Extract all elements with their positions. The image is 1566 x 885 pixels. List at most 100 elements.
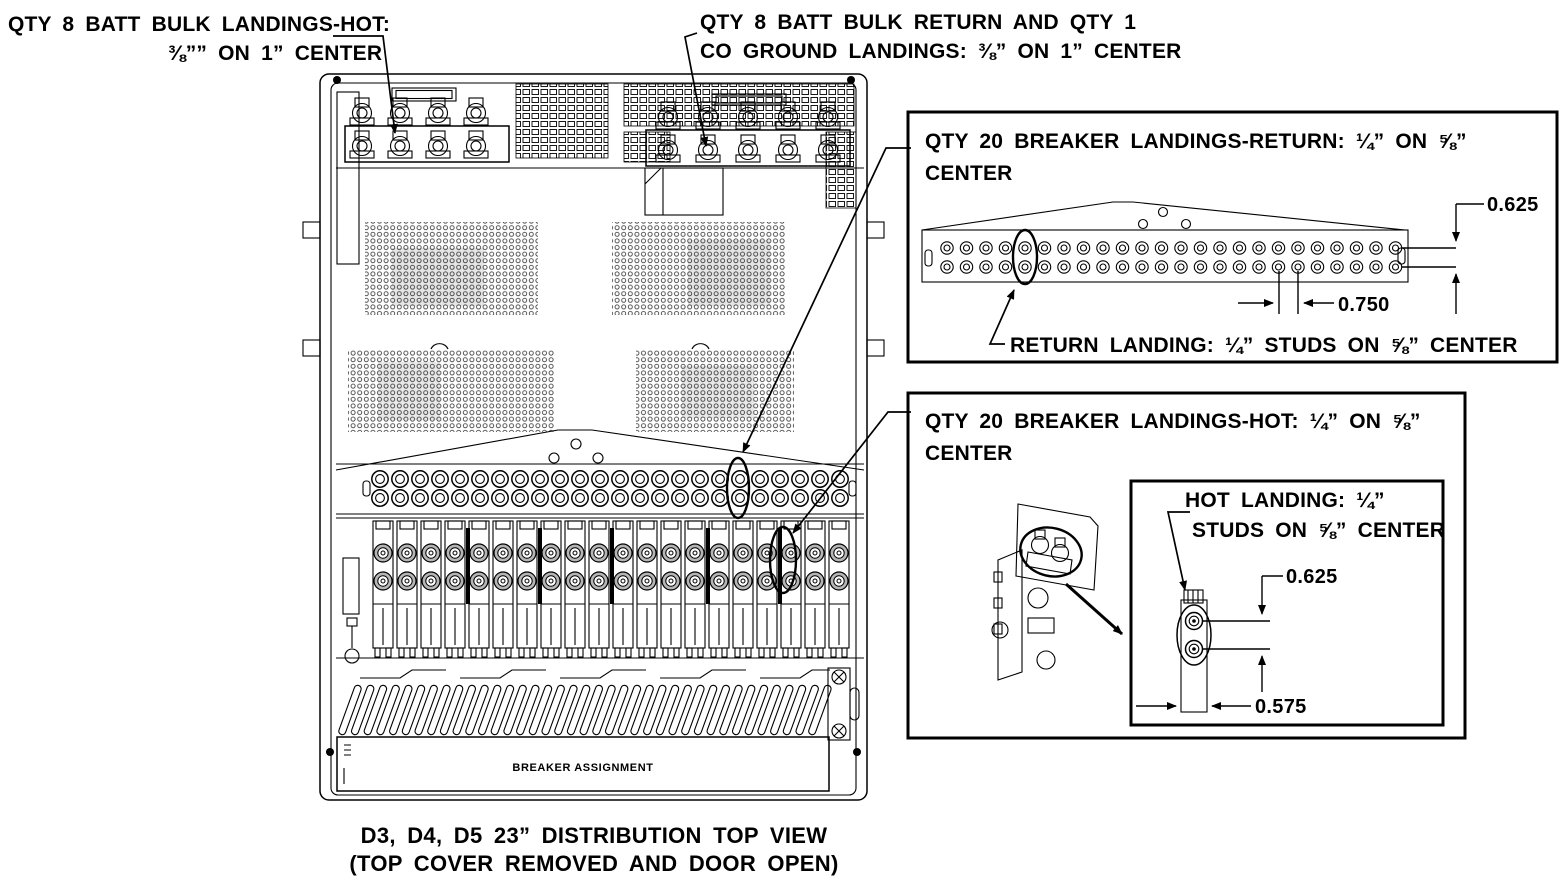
detail-stud-icon: [962, 263, 971, 271]
detail-stud-icon: [1352, 263, 1361, 271]
corner-screw-icon: [326, 748, 334, 756]
detail-stud-icon: [1157, 263, 1166, 271]
breaker-stud-icon: [713, 575, 725, 587]
breaker-stud-icon: [401, 547, 413, 559]
return-stud-icon: [511, 470, 529, 488]
breaker-foot: [470, 647, 477, 658]
breaker-stud-icon: [641, 547, 653, 559]
breaker-stud-icon: [548, 578, 554, 584]
breaker-unit: [399, 520, 415, 530]
batt-lug-icon: [387, 117, 413, 126]
return-stud-icon: [771, 470, 789, 488]
batt-lug-icon: [430, 130, 446, 141]
return-stud-icon: [491, 489, 509, 507]
vent-slot: [795, 684, 819, 736]
return-stud-icon: [751, 489, 769, 507]
breaker-divider: [706, 528, 710, 604]
breaker-foot: [710, 647, 717, 658]
breaker-stud-icon: [500, 578, 506, 584]
breaker-unit: [711, 520, 727, 530]
return-stud-icon: [575, 474, 585, 484]
breaker-foot: [446, 647, 453, 658]
breaker-stud-icon: [548, 550, 554, 556]
return-stud-icon: [651, 470, 669, 488]
door-latch: [827, 667, 860, 741]
enclosure-top-view: BREAKER ASSIGNMENT: [302, 73, 885, 801]
breaker-stud-icon: [644, 578, 650, 584]
breaker-unit: [591, 520, 607, 530]
breaker-isometric-sketch: [991, 503, 1123, 681]
batt-lug-icon: [470, 107, 482, 119]
dim-0750: 0.750: [1338, 294, 1390, 316]
detail-stud-icon: [962, 244, 971, 252]
return-stud-icon: [591, 489, 609, 507]
hot-dimensions: 0.625 0.575: [1136, 566, 1338, 718]
breaker-stud-icon: [692, 578, 698, 584]
return-stud-icon: [551, 489, 569, 507]
dim-0625: 0.625: [1487, 194, 1539, 216]
detail-stud-icon: [943, 263, 951, 271]
hot-landing-detail-box: HOT LANDING: ¼” STUDS ON ⅝” CENTER 0.625: [1129, 479, 1445, 727]
breaker-stud-icon: [428, 578, 434, 584]
clip-icon: [691, 343, 710, 350]
breaker-foot: [649, 647, 656, 658]
batt-lug-icon: [820, 134, 836, 145]
batt-lug-icon: [737, 139, 759, 161]
detail-stud-icon: [1118, 244, 1127, 252]
detail-stud-icon: [1369, 260, 1383, 274]
breaker-unit: [447, 520, 463, 530]
vent-slot: [554, 684, 578, 736]
return-stud-icon: [471, 470, 489, 488]
detail-stud-icon: [1138, 263, 1146, 271]
breaker-stud-icon: [641, 575, 653, 587]
detail-stud-icon: [1021, 244, 1029, 252]
annotation-text: ⅜”” ON 1” CENTER: [168, 42, 382, 65]
breaker-unit: [831, 520, 847, 530]
hot-stud-pair-ellipse: [1019, 526, 1083, 578]
vent-slot: [338, 684, 362, 736]
perforated-panels: [348, 222, 794, 432]
breaker-stud-icon: [737, 547, 749, 559]
vent-slot: [477, 684, 502, 736]
vent-slot: [528, 684, 553, 736]
detail-stud-icon: [1076, 241, 1091, 255]
detail-stud-icon: [1060, 244, 1068, 252]
return-stud-icon: [675, 493, 685, 503]
batt-lug-icon: [782, 111, 794, 123]
detail-stud-icon: [1330, 241, 1344, 255]
breaker-stud-icon: [449, 547, 461, 559]
hot-landing-callout-ellipse: [768, 525, 798, 595]
detail-stud-icon: [959, 241, 974, 255]
hot-tab-detail: [1176, 589, 1212, 713]
breaker-foot: [422, 647, 429, 658]
breaker-foot: [614, 647, 621, 658]
dim-0625-hot: 0.625: [1286, 566, 1338, 588]
breaker-stud-icon: [788, 550, 794, 556]
detail-stud-icon: [1372, 244, 1380, 252]
breaker-stud-icon: [452, 550, 458, 556]
breaker-stud-icon: [473, 575, 485, 587]
breaker-stud-icon: [569, 547, 581, 559]
batt-lug-icon: [425, 117, 451, 126]
breaker-foot: [758, 647, 765, 658]
detail-stud-icon: [1115, 241, 1130, 255]
breaker-unit: [543, 520, 559, 530]
vent-slot: [439, 684, 464, 736]
return-stud-icon: [675, 474, 685, 484]
return-stud-icon: [411, 470, 429, 488]
detail-stud-icon: [1369, 241, 1383, 255]
breaker-foot: [398, 647, 405, 658]
breaker-divider: [778, 528, 782, 604]
vent-slot: [630, 684, 654, 736]
terminal-block-grid: [825, 131, 857, 209]
vent-slot: [579, 684, 604, 736]
detail-stud-icon: [1388, 260, 1403, 274]
detail-stud-icon: [940, 260, 954, 274]
vent-slot: [414, 684, 438, 736]
batt-lug-icon: [349, 150, 375, 159]
batt-lug-icon: [389, 135, 411, 157]
batt-lug-icon: [356, 107, 368, 119]
batt-lug-icon: [777, 139, 799, 161]
return-stud-icon: [711, 489, 729, 507]
